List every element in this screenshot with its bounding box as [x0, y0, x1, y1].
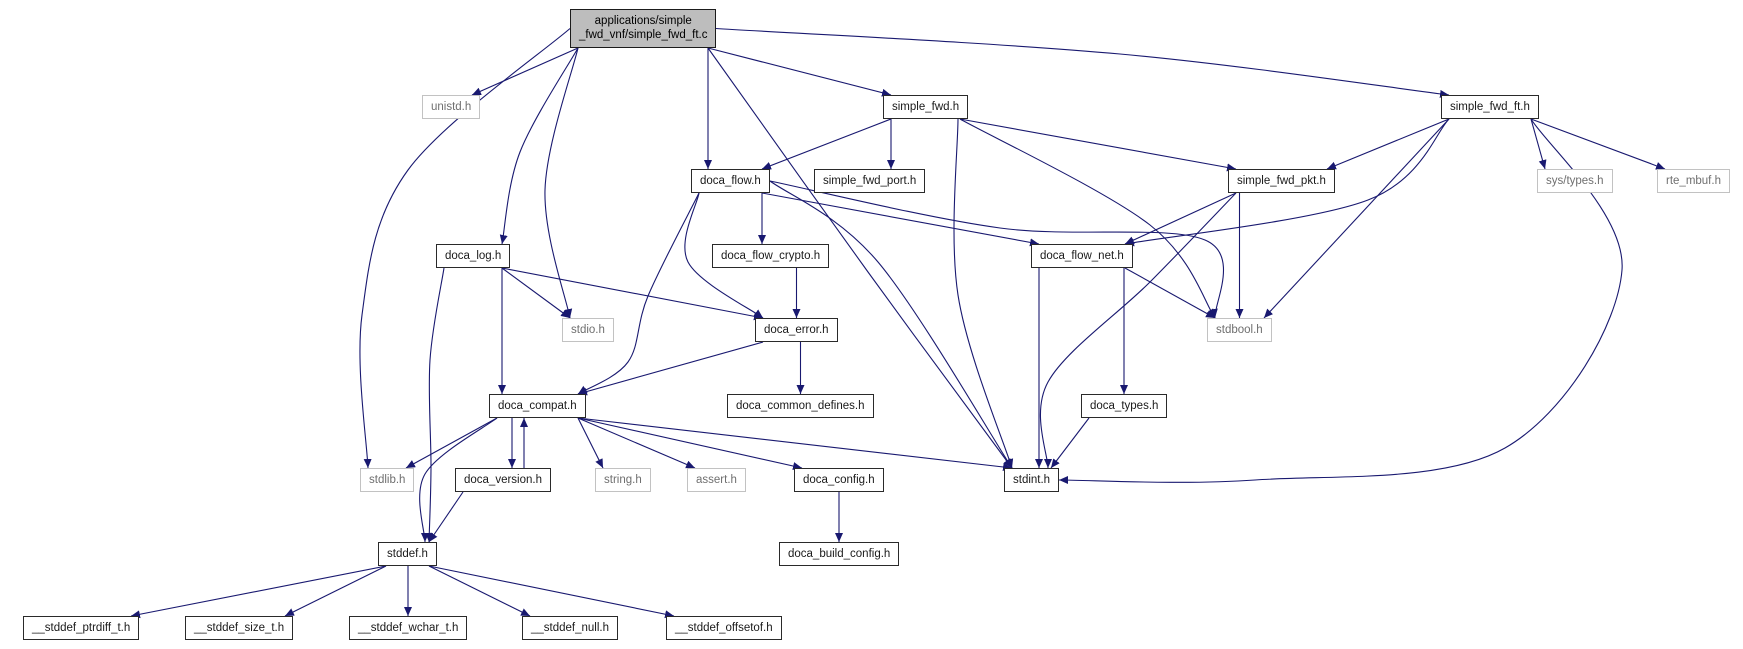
graph-node-simple_fwd_pkt_h[interactable]: simple_fwd_pkt.h: [1228, 169, 1335, 194]
include-edge-stddef_h-to-stddef_size_t_h: [284, 565, 387, 617]
graph-node-doca_version_h[interactable]: doca_version.h: [455, 468, 551, 493]
include-edge-simple_fwd_ft_h-to-simple_fwd_pkt_h: [1326, 118, 1450, 170]
graph-node-stddef_h[interactable]: stddef.h: [378, 542, 437, 567]
graph-node-sys_types_h: sys/types.h: [1537, 169, 1613, 194]
include-edge-c-to-unistd_h: [471, 47, 579, 96]
include-edge-c-to-simple_fwd_ft_h: [715, 27, 1450, 98]
include-edge-simple_fwd_pkt_h-to-doca_flow_net_h: [1124, 192, 1237, 245]
include-edge-c-to-simple_fwd_h: [707, 47, 892, 97]
include-edge-doca_compat_h-to-stdint_h: [577, 417, 1013, 471]
include-edge-doca_compat_h-to-stddef_h: [419, 417, 498, 543]
graph-node-stdbool_h: stdbool.h: [1207, 318, 1272, 343]
graph-node-stdlib_h: stdlib.h: [360, 468, 415, 493]
graph-node-simple_fwd_ft_h[interactable]: simple_fwd_ft.h: [1441, 95, 1539, 120]
include-edge-doca_log_h-to-stddef_h: [425, 267, 445, 543]
include-edge-doca_error_h-to-doca_compat_h: [577, 341, 764, 396]
include-edge-c-to-stdlib_h: [359, 28, 571, 469]
include-edge-stddef_h-to-stddef_null_h: [428, 565, 531, 617]
graph-node-doca_flow_crypto_h[interactable]: doca_flow_crypto.h: [712, 244, 830, 269]
include-edge-doca_flow_h-to-doca_error_h: [684, 192, 764, 319]
include-edge-simple_fwd_pkt_h-to-stdint_h: [1039, 192, 1237, 469]
graph-node-doca_compat_h[interactable]: doca_compat.h: [489, 394, 586, 419]
include-edge-doca_flow_h-to-doca_compat_h: [577, 192, 700, 395]
graph-node-simple_fwd_port_h[interactable]: simple_fwd_port.h: [814, 169, 926, 194]
include-edge-doca_types_h-to-stdint_h: [1050, 417, 1090, 469]
include-edge-simple_fwd_h-to-doca_flow_h: [761, 118, 892, 170]
include-edge-doca_log_h-to-doca_error_h: [501, 267, 764, 321]
include-edge-doca_flow_net_h-to-stdbool_h: [1124, 267, 1216, 319]
graph-node-doca_build_config_h[interactable]: doca_build_config.h: [779, 542, 900, 567]
include-edge-simple_fwd_ft_h-to-stdint_h: [1058, 118, 1623, 485]
include-edge-doca_flow_h-to-stdint_h: [769, 180, 1013, 469]
graph-node-assert_h: assert.h: [687, 468, 746, 493]
graph-node-stddef_wchar_t_h[interactable]: __stddef_wchar_t.h: [349, 616, 468, 641]
graph-node-doca_error_h[interactable]: doca_error.h: [755, 318, 838, 343]
include-edge-c-to-doca_log_h: [499, 47, 579, 245]
include-edge-c-to-stdio_h: [544, 47, 579, 319]
include-edge-simple_fwd_h-to-simple_fwd_pkt_h: [959, 118, 1237, 172]
graph-node-simple_fwd_h[interactable]: simple_fwd.h: [883, 95, 969, 120]
include-edge-simple_fwd_h-to-stdbool_h: [959, 118, 1216, 319]
include-edge-c-to-stdint_h: [707, 47, 1013, 469]
graph-node-doca_common_defines_h[interactable]: doca_common_defines.h: [727, 394, 874, 419]
graph-node-doca_config_h[interactable]: doca_config.h: [794, 468, 884, 493]
include-edge-doca_flow_h-to-stdbool_h: [769, 180, 1224, 319]
graph-node-stdio_h: stdio.h: [562, 318, 614, 343]
include-edge-stddef_h-to-stddef_ptrdiff_t_h: [130, 565, 387, 619]
include-edge-doca_compat_h-to-doca_config_h: [577, 417, 803, 470]
include-edge-stddef_h-to-stddef_offsetof_h: [428, 565, 675, 619]
graph-node-doca_types_h[interactable]: doca_types.h: [1081, 394, 1168, 419]
graph-node-stddef_size_t_h[interactable]: __stddef_size_t.h: [185, 616, 294, 641]
graph-node-c: applications/simple _fwd_vnf/simple_fwd_…: [570, 9, 717, 48]
include-edge-simple_fwd_ft_h-to-doca_flow_net_h: [1124, 118, 1450, 247]
graph-node-stddef_offsetof_h[interactable]: __stddef_offsetof.h: [666, 616, 782, 641]
graph-node-string_h: string.h: [595, 468, 651, 493]
include-edge-doca_flow_h-to-doca_flow_net_h: [761, 192, 1040, 247]
include-edge-simple_fwd_h-to-stdint_h: [953, 118, 1014, 469]
graph-node-rte_mbuf_h: rte_mbuf.h: [1657, 169, 1730, 194]
graph-node-stddef_null_h[interactable]: __stddef_null.h: [522, 616, 619, 641]
include-edge-simple_fwd_ft_h-to-rte_mbuf_h: [1530, 118, 1666, 170]
include-edge-doca_version_h-to-stddef_h: [428, 491, 464, 543]
include-edge-doca_log_h-to-stdio_h: [501, 267, 571, 319]
graph-node-doca_flow_h[interactable]: doca_flow.h: [691, 169, 770, 194]
graph-node-doca_flow_net_h[interactable]: doca_flow_net.h: [1031, 244, 1133, 269]
graph-node-unistd_h: unistd.h: [422, 95, 481, 120]
graph-node-doca_log_h[interactable]: doca_log.h: [436, 244, 511, 269]
graph-node-stdint_h[interactable]: stdint.h: [1004, 468, 1060, 493]
include-edge-doca_compat_h-to-string_h: [577, 417, 604, 469]
graph-node-stddef_ptrdiff_t_h[interactable]: __stddef_ptrdiff_t.h: [23, 616, 140, 641]
include-edge-doca_compat_h-to-assert_h: [577, 417, 696, 469]
include-edge-simple_fwd_ft_h-to-stdbool_h: [1263, 118, 1450, 319]
include-edge-doca_compat_h-to-stdlib_h: [405, 417, 498, 469]
include-edge-simple_fwd_ft_h-to-sys_types_h: [1530, 118, 1547, 170]
